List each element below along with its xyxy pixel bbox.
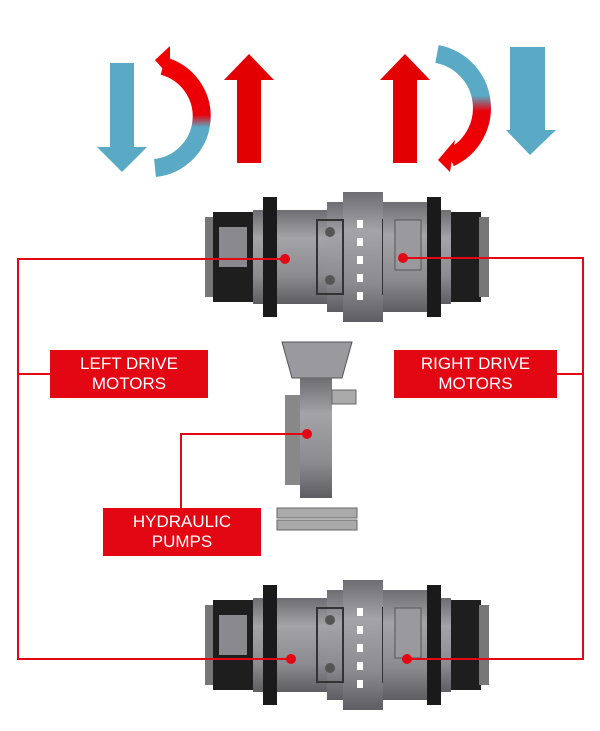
right-drive-motors-label: RIGHT DRIVE MOTORS [394,350,557,398]
label-line: HYDRAULIC [132,512,232,531]
left-rotation-arrows [97,46,274,177]
arrow-down-icon [506,47,556,155]
leader-lines [17,257,584,660]
label-line: PUMPS [151,532,213,551]
arrow-up-icon [380,54,430,163]
label-line: MOTORS [438,374,513,393]
bottom-drive-motor-assembly [204,579,490,711]
arrow-down-icon [97,63,147,172]
label-line: MOTORS [91,374,167,393]
label-line: RIGHT DRIVE [420,354,531,373]
arrowhead [438,140,455,172]
right-rotation-arrows [380,45,556,172]
arrow-up-icon [224,54,274,163]
connection-dots [280,253,412,664]
rotate-clockwise-icon [434,45,491,167]
hydraulic-pump-assembly [276,341,358,531]
label-line: LEFT DRIVE [80,354,178,373]
left-drive-motors-label: LEFT DRIVE MOTORS [50,350,208,398]
hydraulic-pumps-label: HYDRAULIC PUMPS [103,508,261,556]
rotate-counterclockwise-icon [153,57,211,177]
arrowhead [155,46,170,77]
